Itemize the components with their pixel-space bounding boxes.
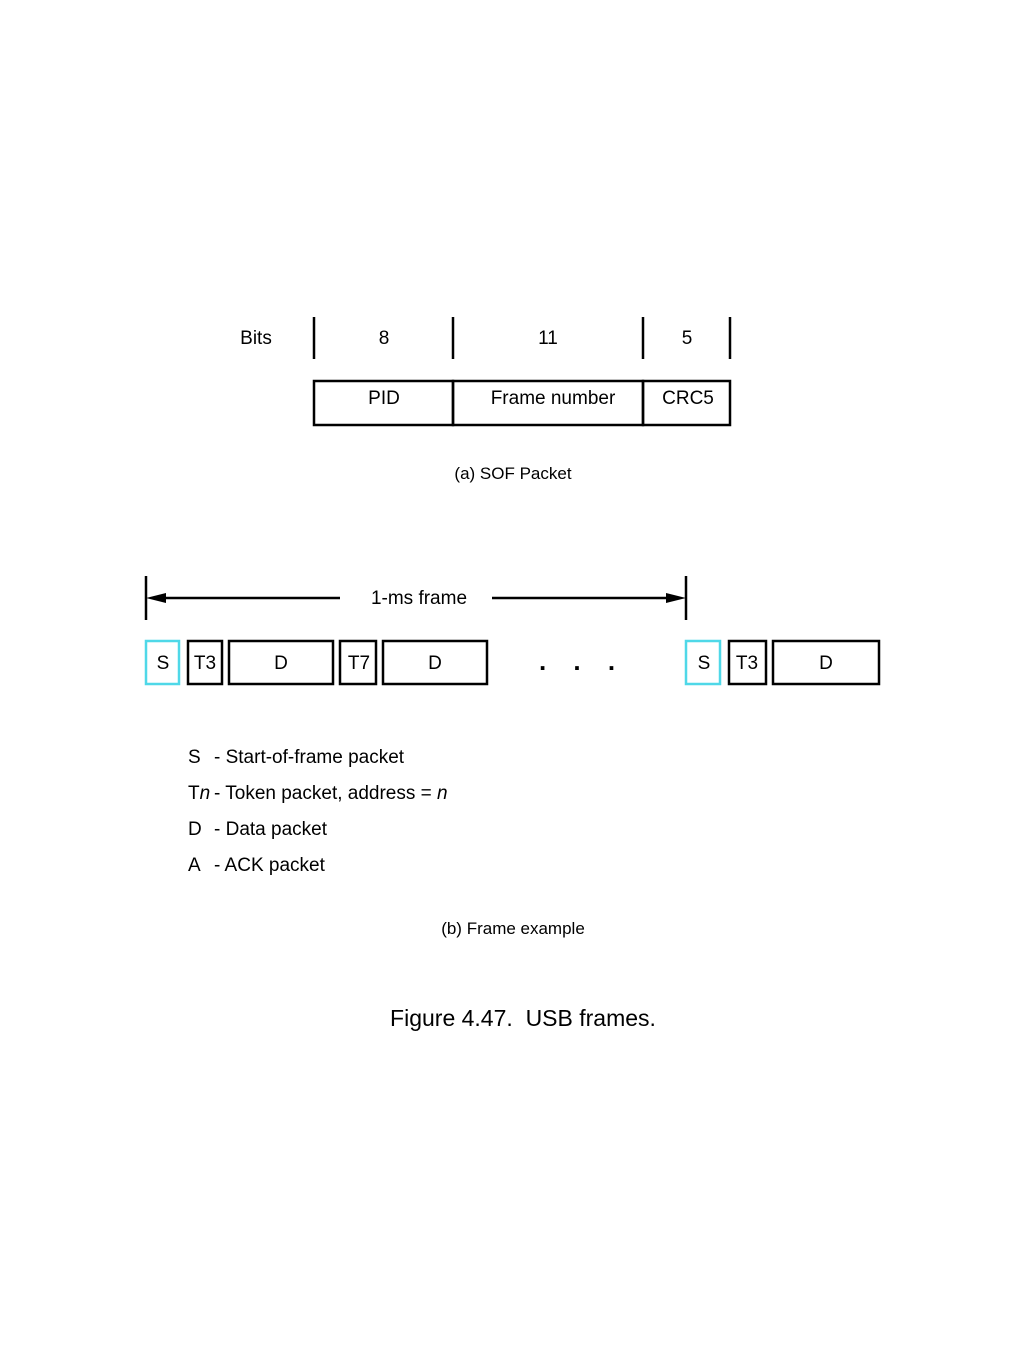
legend-key: A [188, 855, 201, 876]
packet-box [381, 639, 489, 686]
packet-box [727, 639, 768, 686]
legend-key: D [188, 819, 202, 840]
bits-pid: 8 [379, 328, 390, 349]
field-pid: PID [368, 388, 400, 409]
frame-duration-label: 1-ms frame [371, 588, 467, 609]
packet-box [186, 639, 224, 686]
packet-box [338, 639, 378, 686]
packet-label: T3 [736, 653, 758, 674]
packet-box [144, 639, 181, 686]
caption-frame-example: (b) Frame example [441, 919, 585, 938]
packet-box [684, 639, 722, 686]
packet-sequence: S T3 D T7 D . . . S T3 D [144, 639, 881, 686]
frame-left-arrowhead [146, 593, 166, 603]
packet-label: S [698, 653, 711, 674]
legend-key: S [188, 747, 201, 768]
packet-label: D [274, 653, 288, 674]
bit-width-ticks [312, 317, 732, 359]
sof-packet-fields [312, 379, 732, 427]
bits-crc5: 5 [682, 328, 693, 349]
packet-label: T7 [348, 653, 370, 674]
packet-label: D [428, 653, 442, 674]
field-frame-number: Frame number [491, 388, 616, 409]
legend-key: Tn [188, 783, 210, 804]
packet-legend: S - Start-of-frame packet Tn - Token pac… [188, 747, 448, 876]
packet-label: T3 [194, 653, 216, 674]
packet-label: D [819, 653, 833, 674]
frame-right-arrowhead [666, 593, 686, 603]
field-crc5: CRC5 [662, 388, 714, 409]
packet-box [771, 639, 881, 686]
packet-ellipsis: . . . [539, 646, 625, 676]
caption-sof-packet: (a) SOF Packet [454, 464, 571, 483]
field-crc5-box [641, 379, 732, 427]
bits-frame-number: 11 [538, 328, 558, 349]
legend-description: - Start-of-frame packet [214, 747, 405, 768]
packet-label: S [157, 653, 170, 674]
frame-example-diagram: 1-ms frame S T3 D T7 D . . . S T3 D S - … [144, 576, 881, 938]
bits-label: Bits [240, 328, 272, 349]
figure-caption: Figure 4.47. USB frames. [390, 1005, 656, 1031]
legend-description: - ACK packet [214, 855, 326, 876]
legend-description: - Token packet, address = n [214, 783, 448, 804]
legend-description: - Data packet [214, 819, 328, 840]
sof-packet-diagram: Bits 8 11 5 PID Frame number CRC5 (a) SO… [240, 317, 732, 483]
packet-box [227, 639, 335, 686]
